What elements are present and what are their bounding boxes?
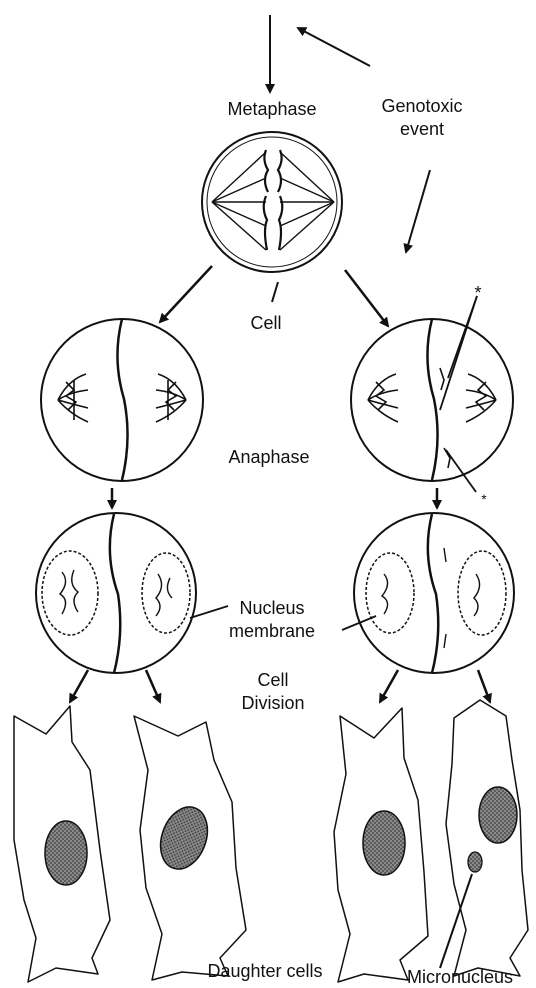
label-star-top: * (470, 282, 486, 304)
label-genotoxic-line1: Genotoxic (362, 95, 482, 117)
cell-pointer-line (272, 282, 278, 302)
daughter-3-nucleus (363, 811, 405, 875)
label-nucleus-line1: Nucleus (214, 597, 330, 619)
daughter-4-nucleus (479, 787, 517, 843)
arrow-right-daughter-a (380, 670, 398, 702)
label-star-bottom: * (476, 488, 492, 510)
right-telophase-cell (354, 513, 514, 673)
arrow-left-daughter-a (70, 670, 88, 702)
label-division-line1: Cell (228, 669, 318, 691)
metaphase-cell (202, 132, 342, 272)
daughter-1-nucleus (45, 821, 87, 885)
label-cell: Cell (234, 312, 298, 334)
daughter-cell-2 (134, 716, 246, 980)
left-anaphase-cell (41, 319, 203, 481)
daughter-cell-4 (446, 700, 528, 976)
label-nucleus-line2: membrane (214, 620, 330, 642)
label-metaphase: Metaphase (206, 98, 338, 120)
daughter-cell-1 (14, 706, 110, 982)
arrow-left-daughter-b (146, 670, 160, 702)
label-daughter-cells: Daughter cells (190, 960, 340, 982)
genotoxic-arrow-lower (406, 170, 430, 252)
arrow-to-left-anaphase (160, 266, 212, 322)
left-telophase-cell (36, 513, 196, 673)
label-genotoxic-line2: event (362, 118, 482, 140)
label-anaphase: Anaphase (206, 446, 332, 468)
arrow-right-daughter-b (478, 670, 490, 702)
daughter-cell-3 (334, 708, 428, 982)
arrow-to-right-anaphase (345, 270, 388, 326)
right-anaphase-cell (351, 296, 513, 492)
genotoxic-arrow-upper (298, 28, 370, 66)
label-micronucleus: Micronucleus (386, 966, 534, 988)
micronucleus (468, 852, 482, 872)
label-division-line2: Division (228, 692, 318, 714)
